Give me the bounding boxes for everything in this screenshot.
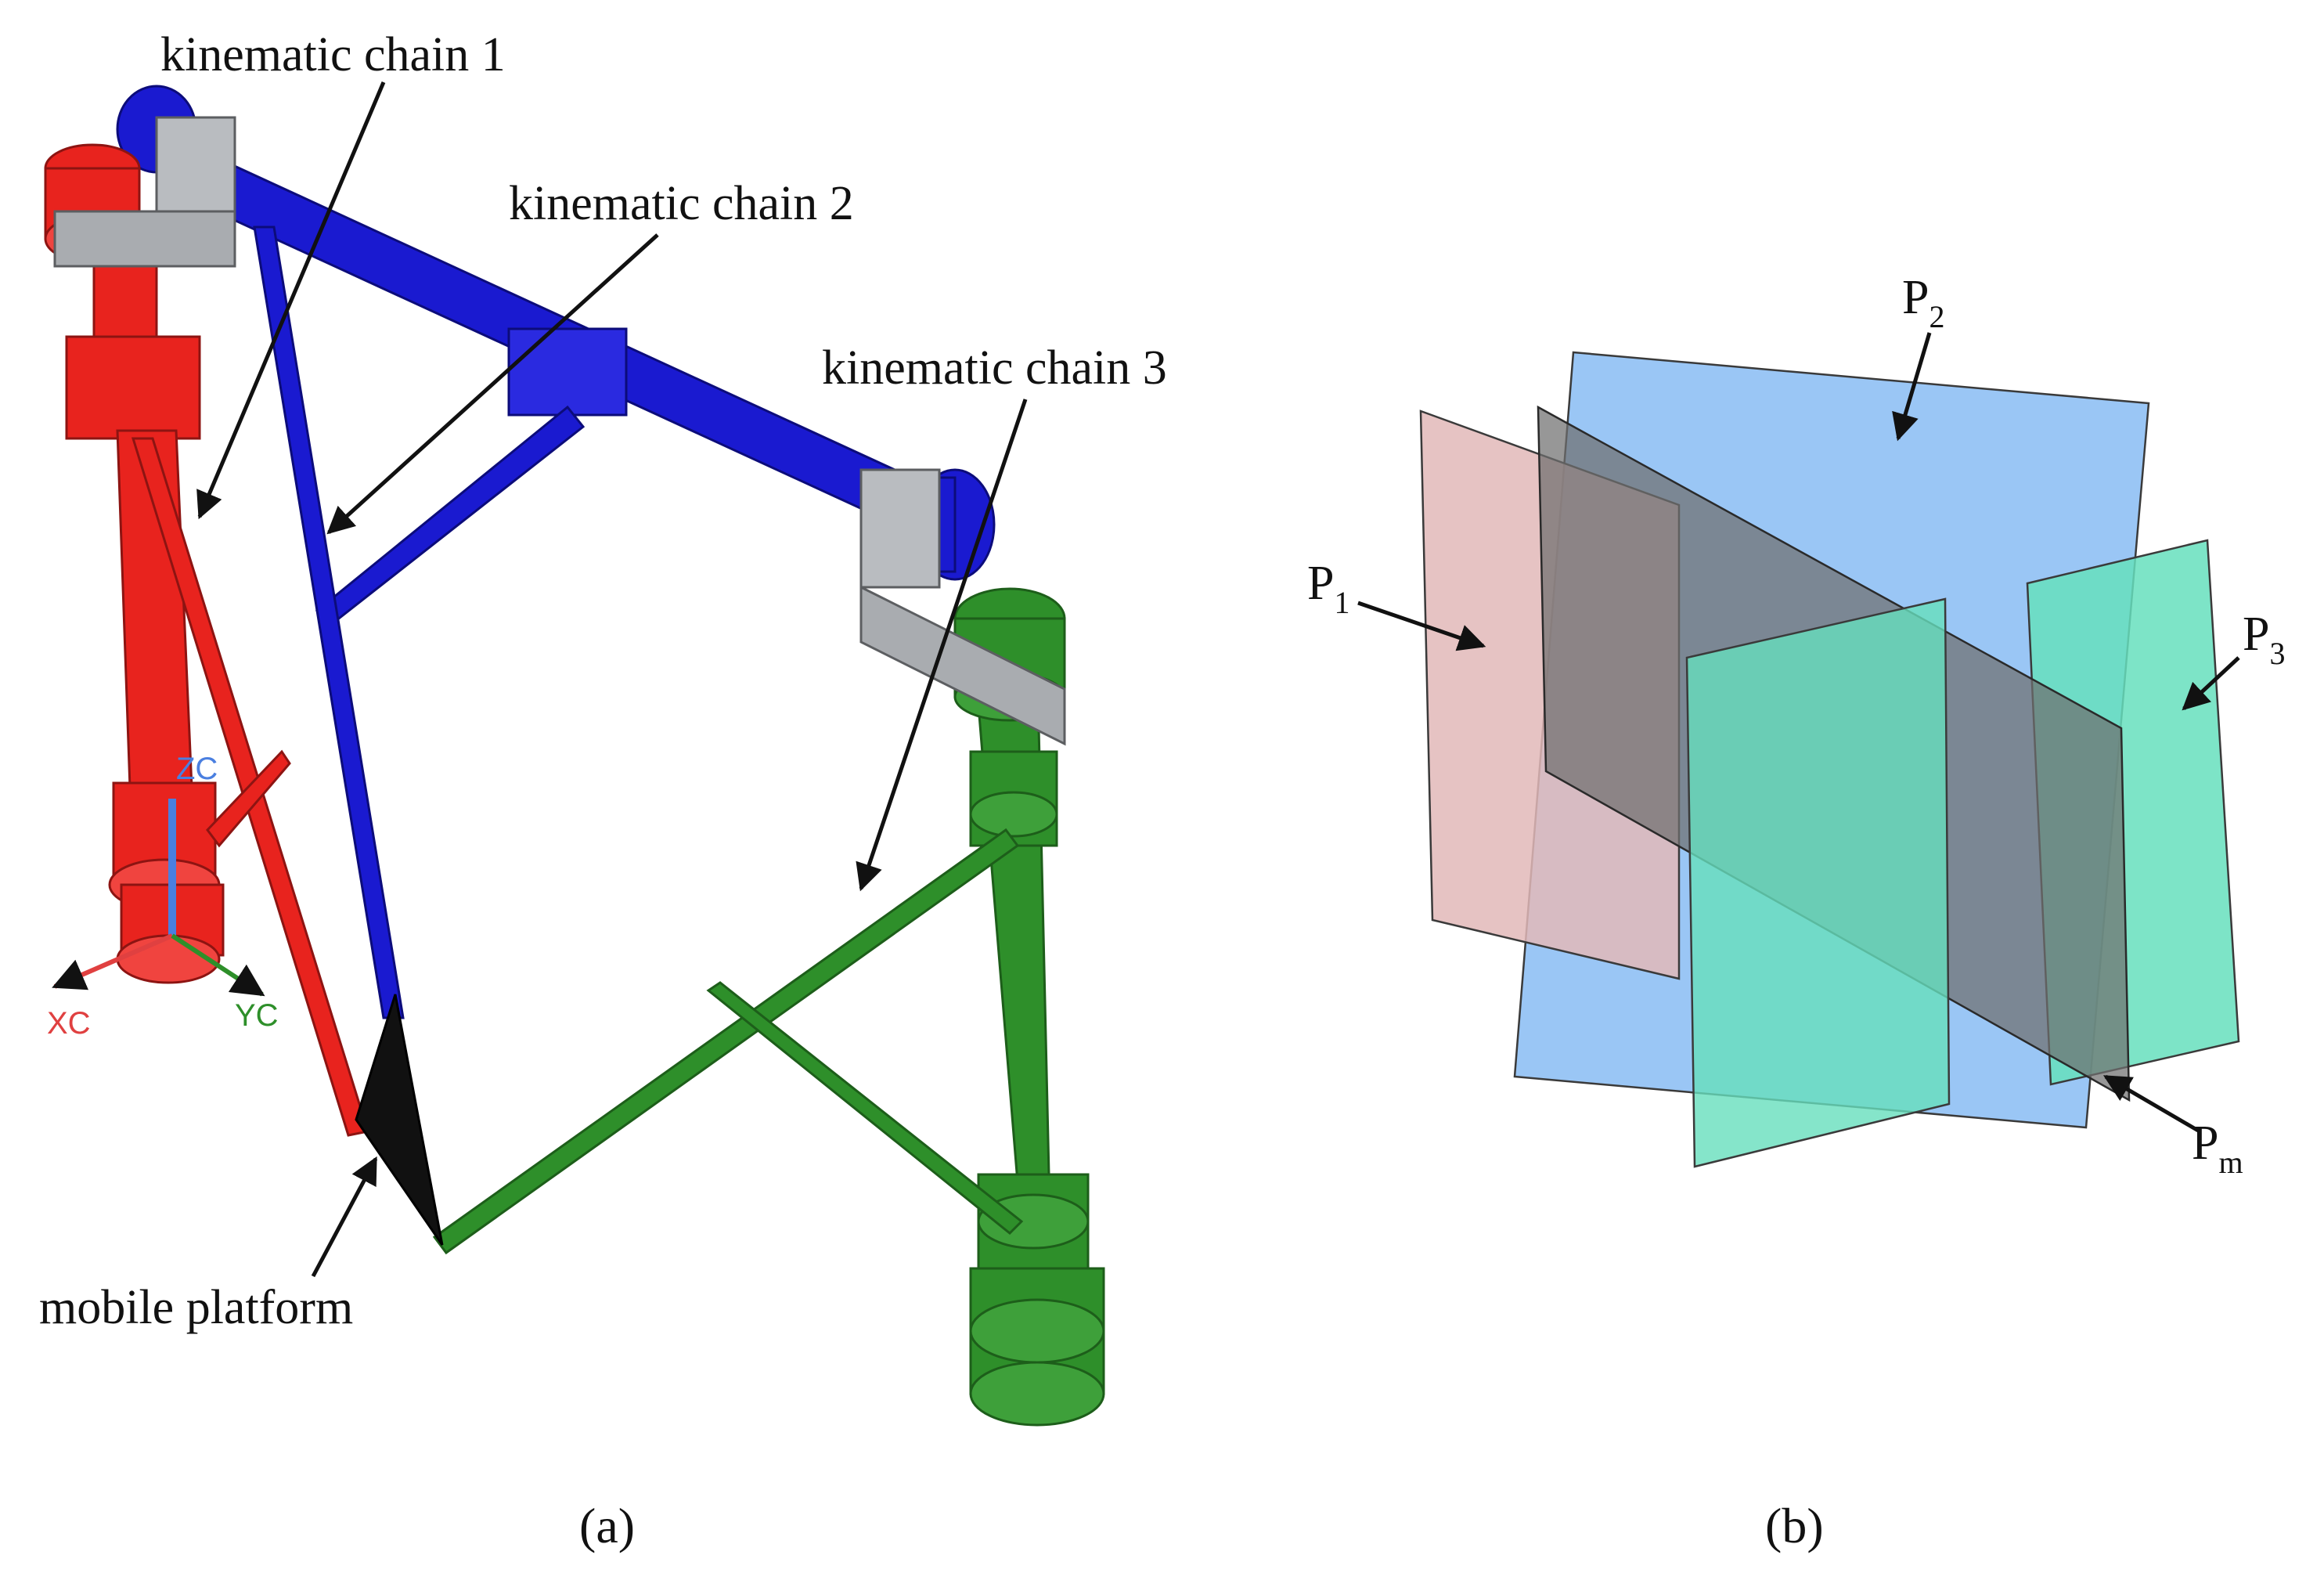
- kinematic-chain-1-model: [44, 143, 369, 1137]
- arrow-plane-p3: [2182, 656, 2240, 711]
- x-axis-label: XC: [47, 1006, 91, 1041]
- y-axis-line: [171, 933, 265, 997]
- plane-p3-front-shape: [1685, 597, 1951, 1168]
- z-axis-label: ZC: [176, 752, 218, 786]
- label-kinematic-chain-1: kinematic chain 1: [160, 28, 506, 81]
- label-plane-p3: P3: [2243, 608, 2285, 671]
- caption-b: (b): [1765, 1498, 1824, 1553]
- caption-a: (a): [579, 1498, 635, 1553]
- label-plane-pm: Pm: [2192, 1117, 2243, 1180]
- panel-b: P2 P1 P3 Pm (b): [1307, 271, 2285, 1553]
- label-mobile-platform: mobile platform: [39, 1281, 353, 1334]
- mobile-platform-model: [355, 994, 444, 1246]
- arrow-kinematic-chain-3: [856, 399, 1028, 892]
- label-plane-p1: P1: [1307, 557, 1349, 620]
- arrow-plane-pm: [2102, 1074, 2201, 1134]
- arrow-plane-p1: [1357, 601, 1486, 651]
- panel-a: XC YC ZC kinematic chain 1 kinematic cha…: [39, 28, 1167, 1553]
- arrow-kinematic-chain-2: [326, 233, 659, 535]
- x-axis-line: [52, 933, 174, 990]
- label-kinematic-chain-2: kinematic chain 2: [509, 177, 854, 230]
- label-plane-p2: P2: [1902, 271, 1944, 334]
- arrow-kinematic-chain-1: [196, 81, 386, 520]
- y-axis-label: YC: [235, 998, 279, 1033]
- arrow-plane-p2: [1892, 332, 1932, 442]
- kinematic-chain-2-model: [116, 85, 996, 1019]
- label-kinematic-chain-3: kinematic chain 3: [822, 341, 1167, 395]
- coordinate-triad: XC YC ZC: [47, 752, 279, 1041]
- base-brackets: [53, 116, 1066, 746]
- arrow-mobile-platform: [311, 1156, 378, 1278]
